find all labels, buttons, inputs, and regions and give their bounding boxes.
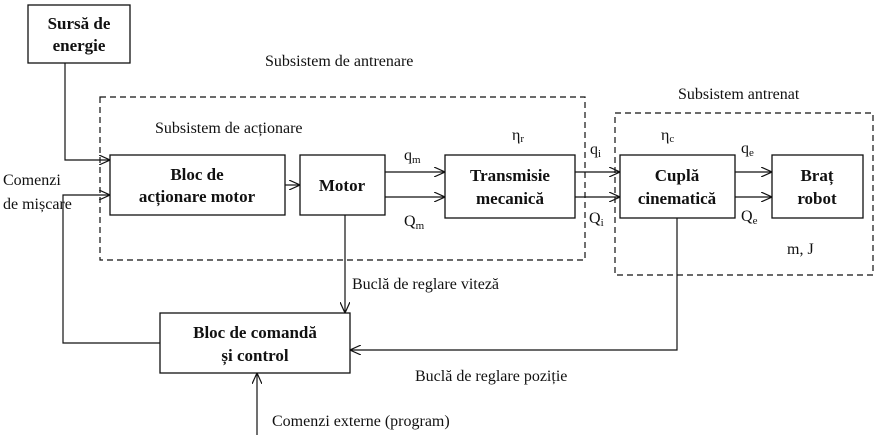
control-block: Bloc de comandă și control [159, 312, 351, 374]
robot-arm-block: Braț robot [771, 154, 864, 219]
mass-inertia-label: m, J [787, 241, 814, 258]
eta-c-symbol: ηc [661, 127, 674, 145]
svg-text:Cuplă: Cuplă [655, 166, 700, 185]
energy-source-block: Sursă de energie [27, 4, 131, 64]
transmission-block: Transmisie mecanică [444, 154, 576, 219]
svg-text:Braț: Braț [800, 166, 833, 186]
motion-commands-label-1: Comenzi [3, 172, 61, 189]
Qe-symbol: Qe [741, 208, 758, 227]
energy-arrow [64, 63, 110, 160]
svg-text:Transmisie: Transmisie [470, 166, 550, 185]
coupling-block: Cuplă cinematică [619, 154, 736, 219]
actuation-subsystem-label: Subsistem de acționare [155, 120, 303, 137]
motion-commands-label-2: de mișcare [3, 196, 72, 213]
svg-text:Motor: Motor [319, 176, 366, 195]
svg-text:Bloc de: Bloc de [170, 165, 224, 184]
eta-r-symbol: ηr [512, 127, 524, 145]
qi-symbol: qi [590, 141, 601, 160]
drive-subsystem-label: Subsistem de antrenare [265, 53, 413, 70]
driven-subsystem-label: Subsistem antrenat [678, 86, 800, 103]
speed-loop-label: Buclă de reglare viteză [352, 276, 499, 293]
Qi-symbol: Qi [589, 210, 604, 229]
connectors [62, 63, 772, 435]
actuation-block: Bloc de acționare motor [109, 154, 286, 216]
svg-text:Bloc de comandă: Bloc de comandă [193, 323, 317, 342]
svg-text:mecanică: mecanică [476, 189, 544, 208]
drive-subsystem-boundary [99, 96, 586, 261]
svg-text:robot: robot [797, 189, 837, 208]
qm-symbol: qm [404, 147, 421, 166]
motor-block: Motor [299, 154, 386, 216]
position-loop-arrow [350, 218, 678, 350]
Qm-symbol: Qm [404, 213, 425, 232]
svg-text:și control: și control [221, 346, 288, 366]
svg-text:Sursă de: Sursă de [48, 14, 111, 33]
svg-text:cinematică: cinematică [638, 189, 717, 208]
svg-text:acționare motor: acționare motor [139, 187, 256, 207]
command-arrow [62, 195, 160, 344]
external-commands-label: Comenzi externe (program) [272, 413, 450, 430]
svg-text:energie: energie [53, 36, 106, 55]
position-loop-label: Buclă de reglare poziție [415, 368, 567, 385]
qe-symbol: qe [741, 140, 754, 159]
